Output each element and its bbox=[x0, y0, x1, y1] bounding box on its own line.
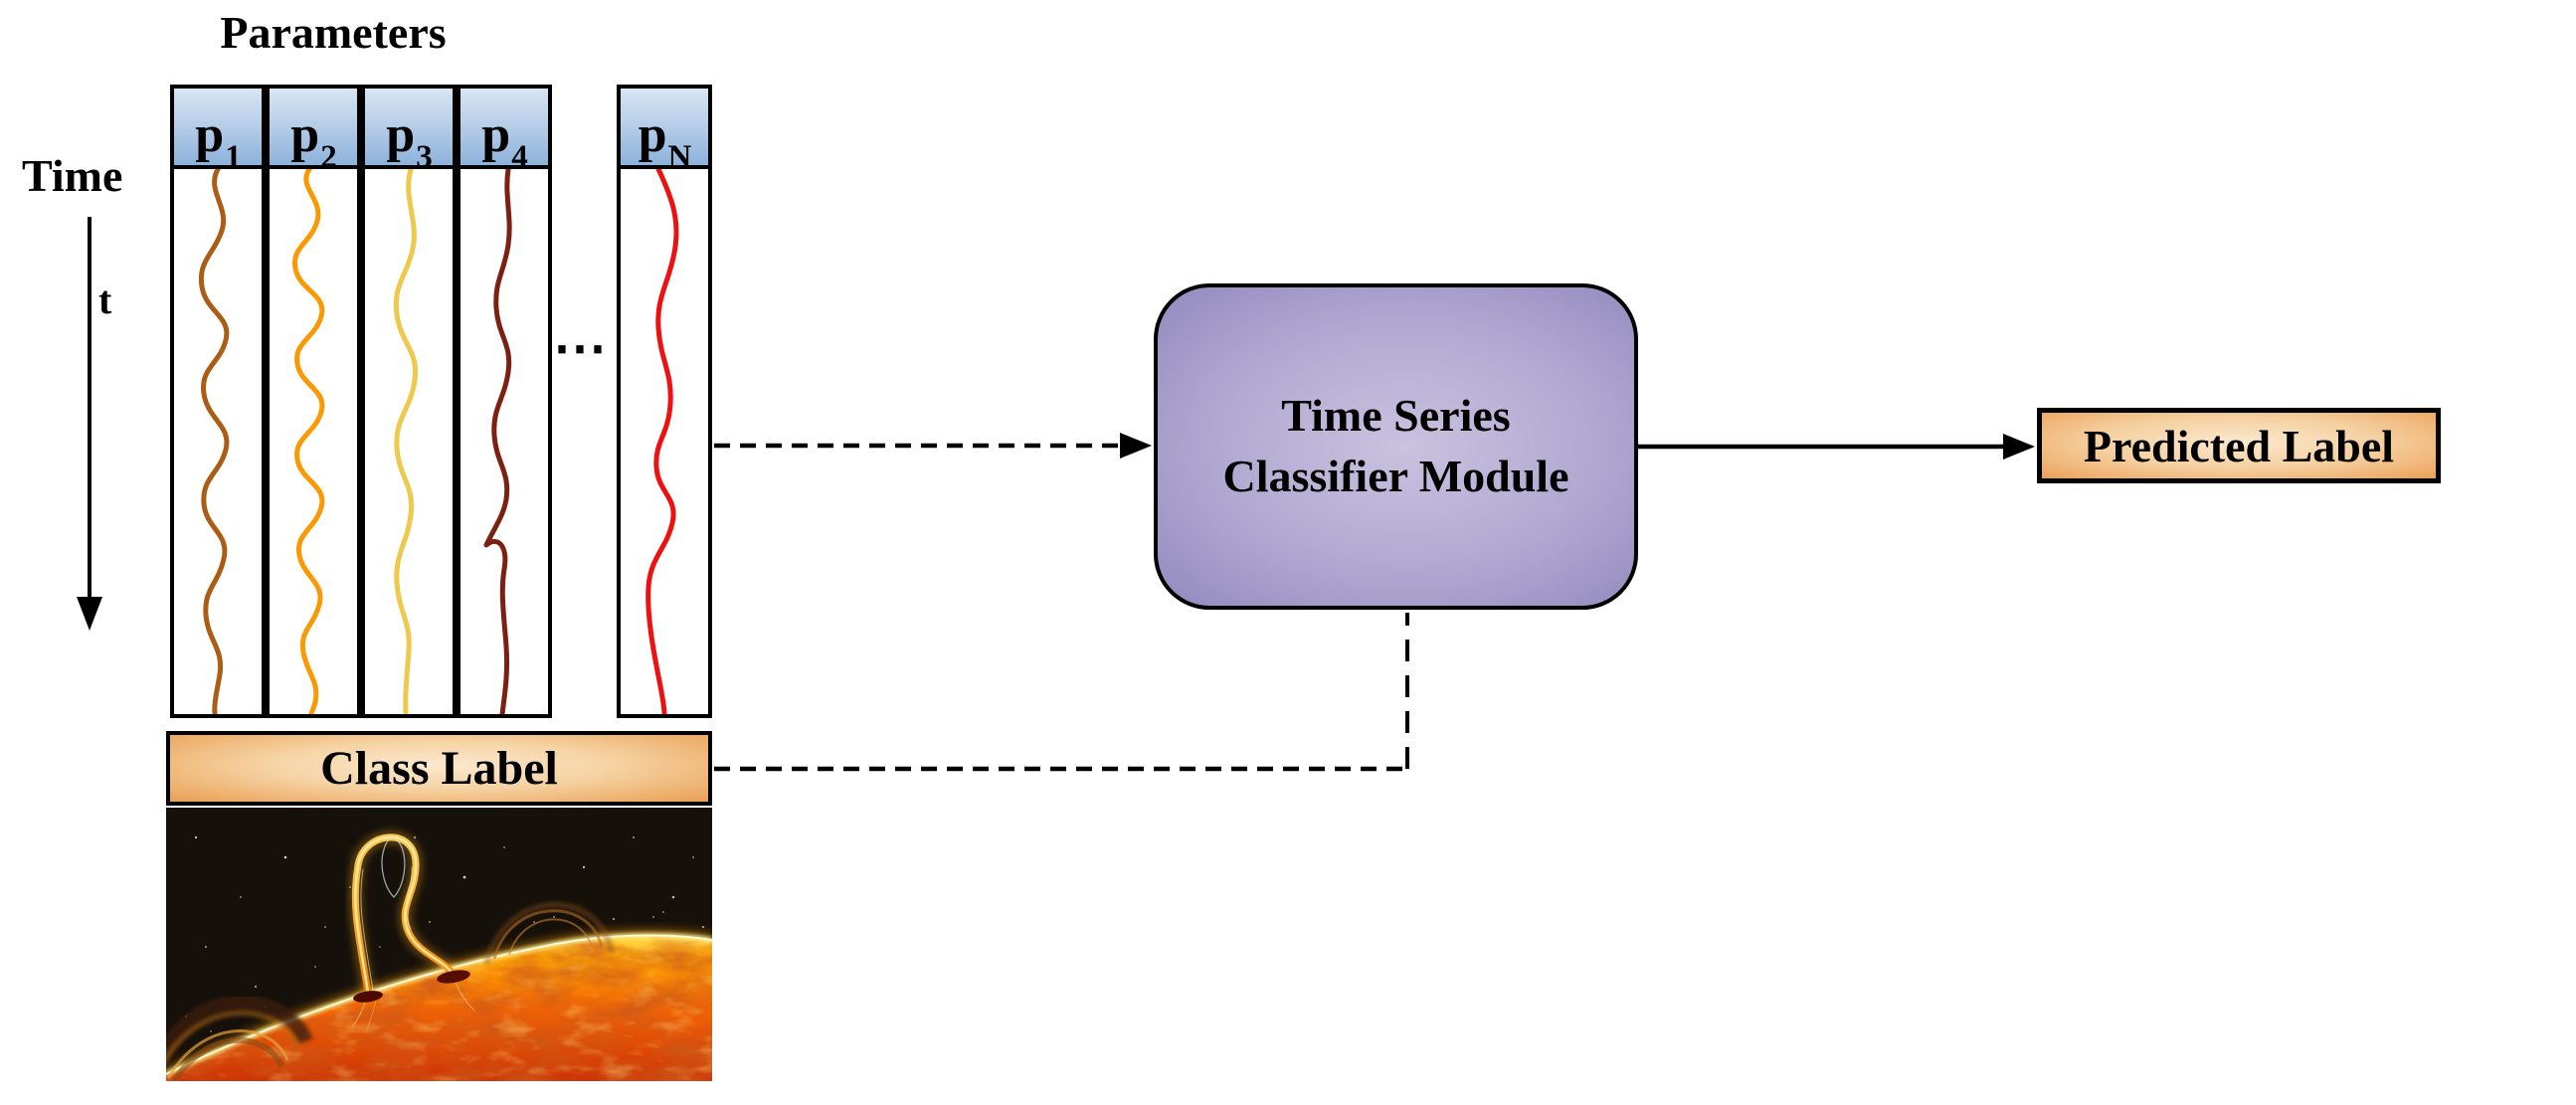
coronal-loop bbox=[348, 830, 475, 1029]
arrow-module-to-predicted bbox=[1638, 434, 2035, 460]
column-label-sub: N bbox=[667, 139, 692, 175]
column-label: p bbox=[195, 106, 225, 163]
column-label-sub: 4 bbox=[511, 139, 528, 175]
timeseries-curve-p2 bbox=[292, 169, 325, 714]
predicted-label-text: Predicted Label bbox=[2083, 420, 2395, 471]
stars bbox=[185, 835, 705, 1032]
loop-inner-outline bbox=[381, 837, 406, 898]
prominence-arc-left bbox=[166, 995, 313, 1081]
column-label-sub: 2 bbox=[320, 139, 337, 175]
timeseries-curve-pN bbox=[645, 169, 679, 714]
column-label: p bbox=[481, 106, 511, 163]
dashed-arrow-parameters-to-module bbox=[714, 433, 1152, 459]
class-label-box: Class Label bbox=[166, 731, 712, 806]
time-axis-label: Time bbox=[22, 150, 123, 201]
column-label-sub: 3 bbox=[416, 139, 433, 175]
small-coronal-loops-right bbox=[483, 902, 615, 966]
column-label: p bbox=[290, 106, 320, 163]
timeseries-curve-p4 bbox=[483, 169, 512, 714]
module-label-line1: Time Series bbox=[1281, 390, 1511, 442]
predicted-label-box: Predicted Label bbox=[2037, 408, 2441, 483]
column-label: p bbox=[638, 106, 667, 163]
dashed-connector-classlabel-to-module bbox=[714, 613, 1409, 772]
solar-flare-image bbox=[166, 808, 712, 1081]
module-label-line2: Classifier Module bbox=[1222, 451, 1569, 501]
class-label-text: Class Label bbox=[320, 742, 558, 795]
time-axis-t-label: t bbox=[98, 277, 112, 322]
timeseries-curve-p3 bbox=[393, 169, 419, 714]
parameters-title: Parameters bbox=[220, 7, 447, 58]
classifier-module-box: Time Series Classifier Module bbox=[1154, 283, 1638, 610]
sunspots bbox=[353, 970, 470, 1003]
timeseries-curve-p1 bbox=[198, 169, 230, 714]
column-label-sub: 1 bbox=[225, 139, 242, 175]
column-label: p bbox=[386, 106, 416, 163]
columns-ellipsis: ⋯ bbox=[553, 318, 609, 378]
